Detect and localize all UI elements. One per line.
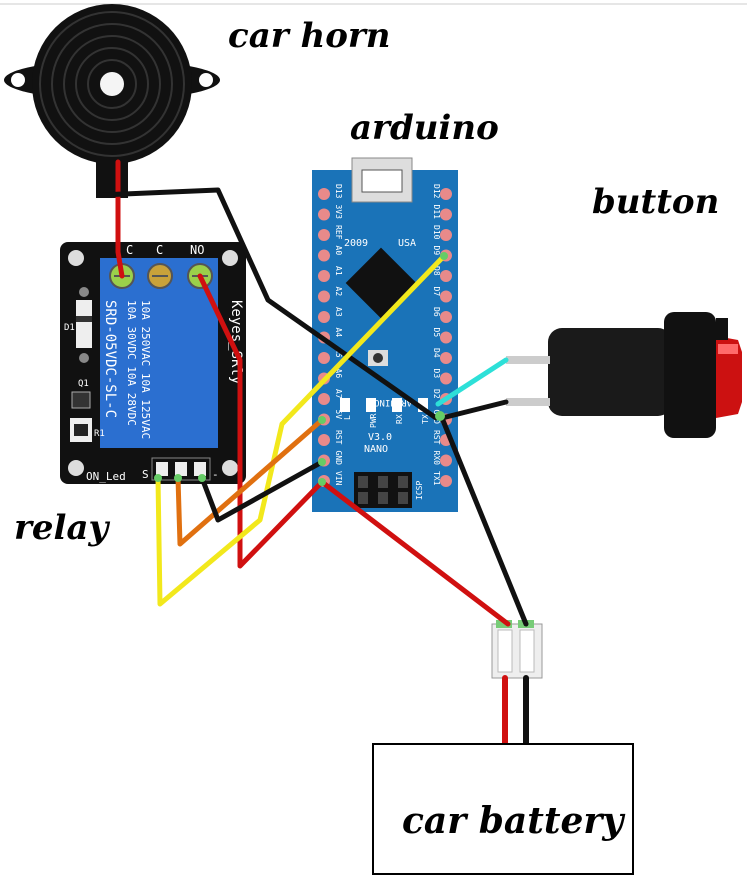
relay-terminal-c2: C: [156, 243, 163, 257]
car-battery-box: [372, 743, 634, 875]
arduino-pin-label: RST: [334, 430, 343, 445]
arduino-label: arduino: [350, 108, 499, 148]
arduino-pin-label: TX1: [432, 471, 441, 486]
arduino-pin: [318, 188, 330, 200]
arduino-pin: [318, 229, 330, 241]
arduino-pin-label: 5V: [334, 410, 343, 420]
arduino-pin-label: VIN: [334, 471, 343, 486]
arduino-pin: [318, 270, 330, 282]
led-label-l: L: [343, 415, 352, 420]
arduino-pin-label: A4: [334, 328, 343, 338]
arduino-pin: [440, 372, 452, 385]
arduino-pin: [318, 434, 330, 446]
arduino-pin: [318, 249, 330, 262]
arduino-pin: [440, 188, 452, 200]
arduino-pin-label: D5: [432, 328, 441, 338]
arduino-brand: ARDUINO: [374, 397, 412, 407]
arduino-pin: [440, 352, 452, 364]
relay-d1-label: D1: [64, 323, 75, 333]
icsp-label: ICSP: [415, 481, 424, 500]
arduino-pin-label: RST: [432, 430, 441, 445]
arduino-pin: [440, 208, 452, 221]
arduino-model: NANO: [364, 444, 388, 455]
arduino-pin-label: A0: [334, 246, 343, 256]
arduino-pin-label: D13: [334, 184, 343, 199]
arduino-nano-board: 2009 USA L PWR RX TX ARDUINO NANO V3.0 I…: [312, 157, 458, 512]
car-battery-label: car battery: [402, 800, 624, 842]
arduino-pin: [318, 311, 330, 323]
arduino-pin-label: D7: [432, 287, 441, 297]
car-horn-label: car horn: [228, 16, 391, 56]
relay-label: relay: [14, 508, 109, 548]
relay-part-number: SRD-05VDC-SL-C: [102, 300, 118, 418]
led-label-tx: TX: [421, 414, 430, 424]
arduino-pin-label: A3: [334, 307, 343, 317]
arduino-pin-label: 3V3: [334, 205, 343, 220]
arduino-pin-label: GND: [334, 451, 343, 466]
relay-terminal-no: NO: [190, 243, 204, 257]
relay-module: C C NO 10A 250VAC 10A 125VAC 10A 30VDC 1…: [60, 242, 246, 484]
relay-r1-label: R1: [94, 429, 105, 439]
relay-led-label: ON_Led: [86, 470, 126, 483]
push-button: [506, 312, 742, 438]
led-label-rx: RX: [395, 414, 404, 424]
arduino-pin: [440, 229, 452, 241]
relay-signal-label: S: [142, 468, 149, 481]
arduino-pin-label: D8: [432, 266, 441, 276]
relay-minus-label: -: [212, 468, 219, 481]
arduino-country: USA: [398, 238, 416, 249]
battery-connector: [491, 620, 543, 679]
arduino-pin-label: D9: [432, 246, 441, 256]
arduino-pin: [440, 270, 452, 282]
arduino-pin-label: A5: [334, 348, 343, 358]
arduino-pin: [440, 454, 452, 467]
arduino-version: V3.0: [368, 432, 392, 443]
arduino-pin: [440, 331, 452, 344]
arduino-pin: [440, 290, 452, 303]
arduino-pin-label: D12: [432, 184, 441, 199]
arduino-pin: [318, 393, 330, 405]
arduino-pin-label: A7: [334, 389, 343, 399]
wires: [97, 159, 529, 768]
arduino-pin-label: REF: [334, 225, 343, 240]
arduino-pin-label: A2: [334, 287, 343, 297]
arduino-pin-label: D10: [432, 225, 441, 240]
relay-rating-line-1: 10A 250VAC 10A 125VAC: [139, 300, 152, 439]
arduino-pin: [318, 208, 330, 221]
led-label-pwr: PWR: [369, 413, 378, 428]
arduino-pin-label: D11: [432, 205, 441, 220]
arduino-pin-label: D3: [432, 369, 441, 379]
arduino-pin: [440, 311, 452, 323]
relay-q1-label: Q1: [78, 379, 89, 389]
arduino-pin: [318, 352, 330, 364]
arduino-pin-label: A6: [334, 369, 343, 379]
relay-terminal-c1: C: [126, 243, 133, 257]
arduino-pin: [440, 475, 452, 487]
button-label: button: [592, 182, 720, 222]
arduino-pin-label: D4: [432, 348, 441, 358]
arduino-year: 2009: [344, 238, 368, 249]
relay-rating-line-2: 10A 30VDC 10A 28VDC: [125, 300, 138, 426]
arduino-pin: [318, 290, 330, 303]
arduino-pin-label: D6: [432, 307, 441, 317]
arduino-pin-label: RX0: [432, 451, 441, 466]
arduino-pin-label: A1: [334, 266, 343, 276]
arduino-pin-label: D2: [432, 389, 441, 399]
car-horn-buzzer: [4, 4, 220, 198]
